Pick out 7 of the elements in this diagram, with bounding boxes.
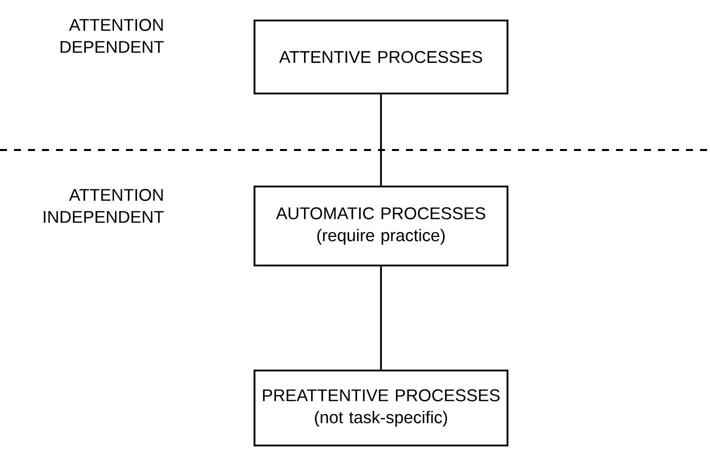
process-box: AUTOMATIC PROCESSES (require practice) — [254, 186, 508, 266]
side-label: ATTENTION INDEPENDENT — [44, 188, 164, 223]
process-box: PREATTENTIVE PROCESSES (not task-specific) — [254, 370, 508, 446]
process-box: ATTENTIVE PROCESSES — [254, 20, 508, 94]
connector-line — [380, 94, 382, 186]
side-label: ATTENTION DEPENDENT — [60, 18, 164, 53]
connector-line — [380, 266, 382, 370]
